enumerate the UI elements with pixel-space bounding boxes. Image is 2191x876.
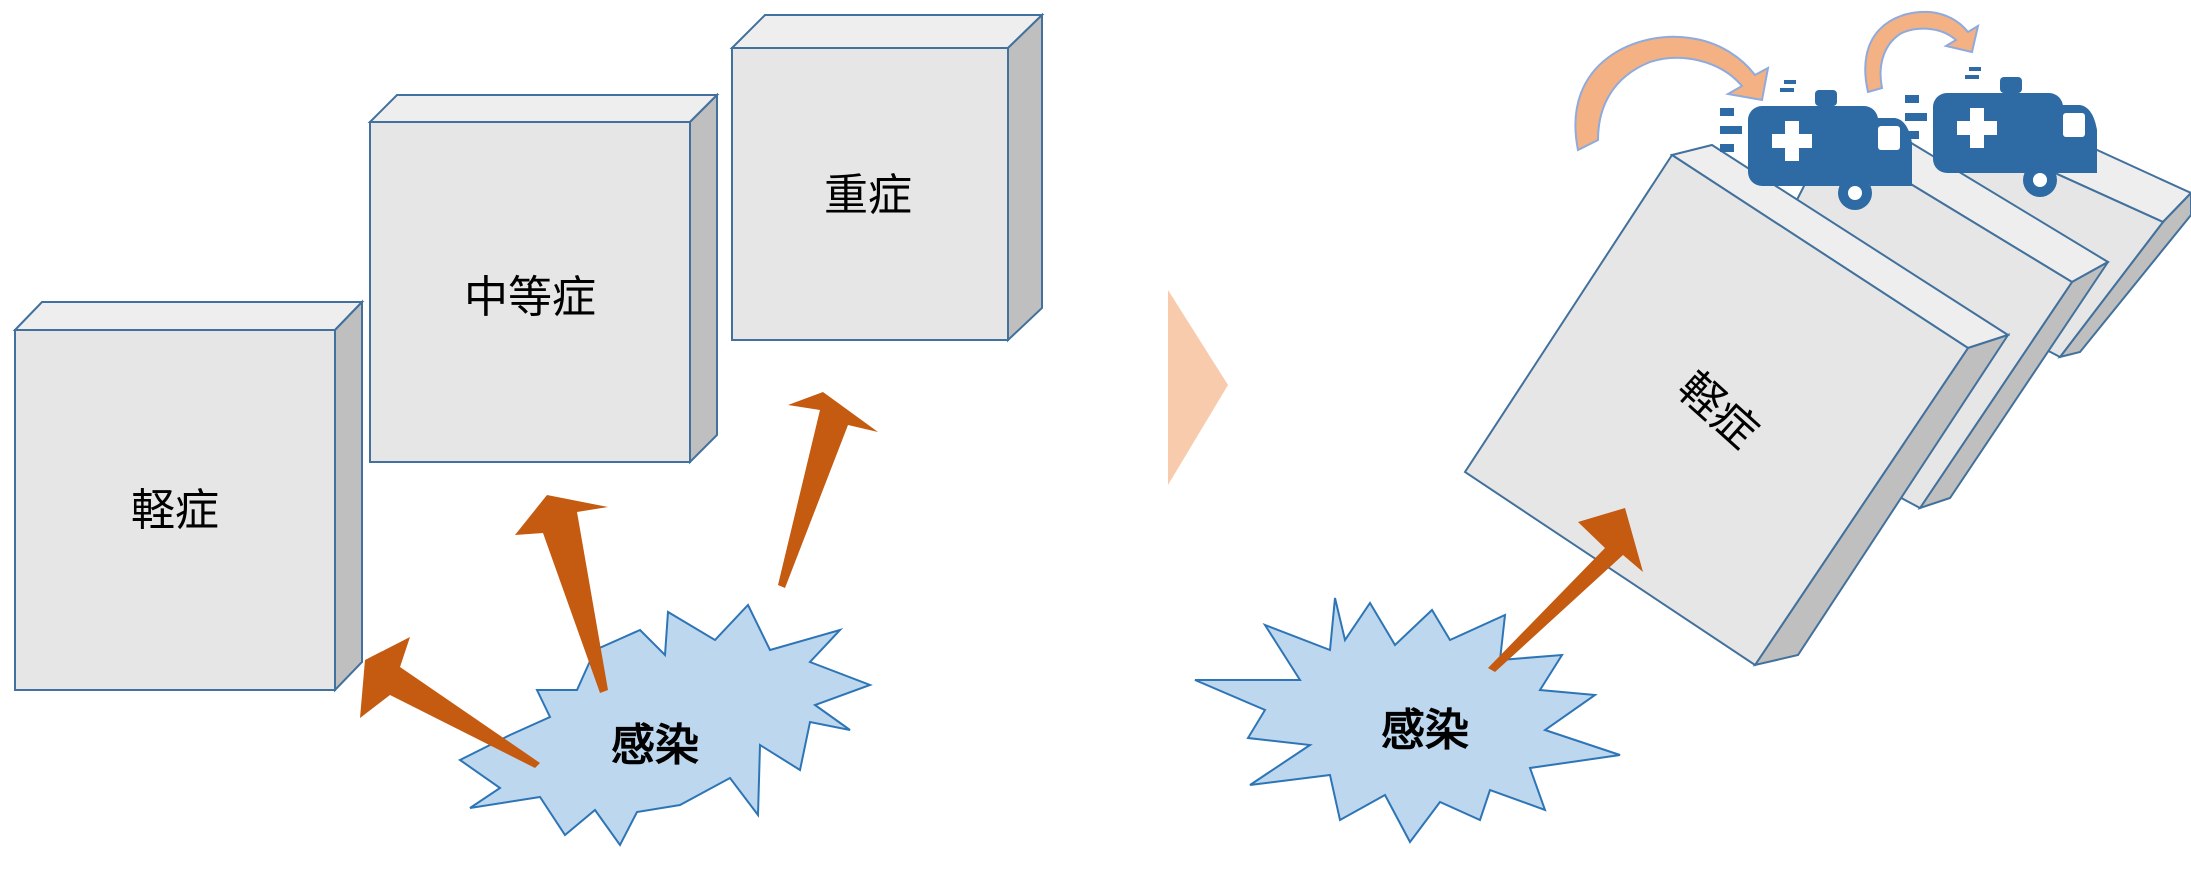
right-panel: 軽症 (1194, 10, 2191, 844)
box-mild: 軽症 (12, 299, 365, 693)
box-mild-label: 軽症 (131, 485, 219, 536)
ambulance-icon (1905, 67, 2097, 197)
curved-arrow-icon (1574, 35, 1770, 152)
transition-chevron (1168, 290, 1228, 485)
box-moderate: 中等症 (367, 92, 720, 465)
infection-burst-left: 感染 (458, 603, 873, 847)
infection-burst-right: 感染 (1194, 597, 1621, 844)
curved-arrow-icon (1864, 10, 1980, 94)
arrow-to-domino (1488, 508, 1643, 672)
infection-burst-right-label: 感染 (1381, 705, 1469, 756)
box-moderate-label: 中等症 (464, 272, 596, 323)
box-severe-label: 重症 (824, 170, 912, 221)
ambulance-icon (1720, 80, 1912, 210)
arrow-to-mild (360, 637, 540, 768)
left-panel: 軽症 中等症 重症 感染 (12, 12, 1045, 847)
box-severe: 重症 (729, 12, 1045, 343)
domino-front-mild: 軽症 (1463, 143, 2011, 667)
arrows-left (360, 392, 878, 768)
infection-burst-left-label: 感染 (611, 720, 699, 771)
arrow-to-moderate (515, 495, 608, 693)
arrow-to-severe (778, 392, 878, 588)
